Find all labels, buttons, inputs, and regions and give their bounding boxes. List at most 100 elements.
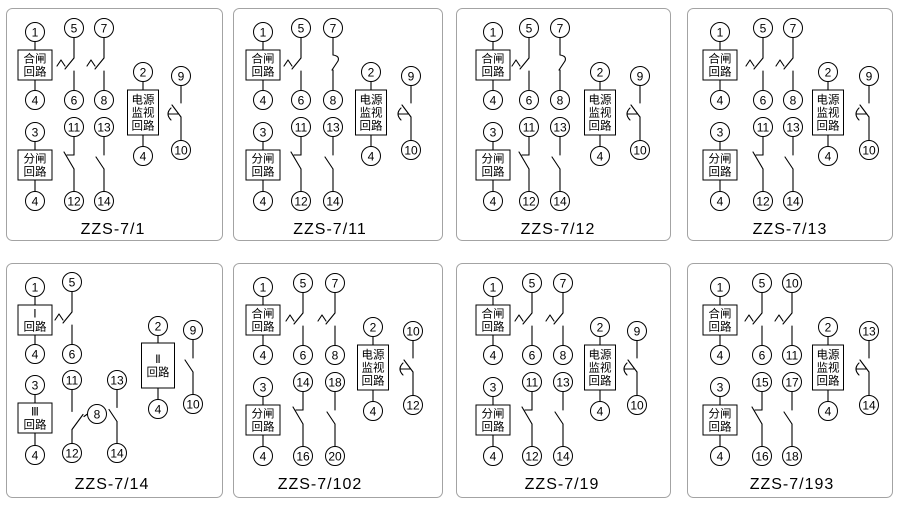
make-contact-icon (184, 338, 194, 396)
terminal-6: 6 (752, 345, 772, 365)
break-contact-icon (521, 390, 533, 448)
circuit-box-label: 分闸 (482, 152, 505, 166)
terminal-number: 13 (786, 120, 800, 134)
circuit-box (355, 89, 387, 136)
terminal-number: 10 (406, 324, 420, 338)
model-caption: ZZS-7/11 (293, 221, 367, 238)
contact-blade (522, 312, 533, 325)
terminal-3: 3 (710, 377, 730, 397)
terminal-number: 9 (637, 69, 644, 83)
delay-contact-icon (397, 84, 412, 142)
relay-panel-1: 1合闸回路43分闸回路42电源监视回路4567811121314910ZZS-7… (6, 8, 223, 241)
circuit-box (141, 342, 175, 389)
terminal-2: 2 (818, 62, 838, 82)
contact-blade (71, 413, 84, 431)
terminal-1: 1 (483, 22, 503, 42)
terminal-4: 4 (818, 146, 838, 166)
model-caption: ZZS-7/193 (750, 476, 835, 493)
circuit-box-label: 回路 (589, 374, 612, 388)
circuit-box (475, 404, 511, 436)
break-contact-icon (63, 135, 75, 193)
terminal-number: 9 (190, 323, 197, 337)
terminal-number: 10 (862, 143, 876, 157)
contact-5-6: 56 (511, 18, 539, 110)
circuit-box (702, 404, 738, 436)
terminal-11: 11 (782, 345, 802, 365)
contact-blade (627, 359, 638, 373)
terminal-3: 3 (483, 377, 503, 397)
hook-make-contact-icon (54, 290, 73, 346)
circuit-box (475, 49, 511, 81)
contact-5-6: 56 (745, 18, 773, 110)
contact-hook (511, 59, 521, 67)
make-contact-icon (108, 388, 118, 445)
circuit-box-label: 回路 (24, 165, 47, 179)
circuit-box (17, 149, 53, 181)
circuit-box (812, 89, 844, 136)
terminal-number: 10 (785, 276, 799, 290)
terminal-4: 4 (25, 90, 45, 110)
terminal-number: 14 (110, 446, 124, 460)
circuit-box-label: 合闸 (24, 52, 47, 66)
terminal-3: 3 (253, 377, 273, 397)
terminal-10: 10 (859, 140, 879, 160)
terminal-5: 5 (753, 18, 773, 38)
contact-hook (317, 314, 327, 322)
terminal-1: 1 (710, 277, 730, 297)
terminal-10: 10 (630, 140, 650, 160)
terminal-10: 10 (782, 273, 802, 293)
terminal-4: 4 (818, 401, 838, 421)
contact-blade (403, 359, 414, 373)
terminal-number: 8 (790, 93, 797, 107)
terminal-number: 16 (755, 449, 769, 463)
branch-wire (83, 413, 89, 418)
terminal-7: 7 (550, 18, 570, 38)
terminal-2: 2 (361, 62, 381, 82)
circuit-box-label: 回路 (482, 65, 505, 79)
terminal-6: 6 (519, 90, 539, 110)
terminal-4: 4 (253, 446, 273, 466)
make-contact-icon (324, 135, 334, 193)
terminal-number: 1 (490, 280, 497, 294)
terminal-number: 10 (186, 397, 200, 411)
terminal-8: 8 (323, 90, 343, 110)
terminal-12: 12 (62, 443, 82, 463)
terminal-10: 10 (401, 140, 421, 160)
terminal-8: 8 (553, 345, 573, 365)
make-contact-icon (95, 135, 105, 193)
terminal-circle (87, 404, 107, 424)
terminal-number: 5 (71, 21, 78, 35)
terminal-circle (590, 146, 610, 166)
contact-blade (401, 104, 412, 118)
terminal-number: 13 (110, 373, 124, 387)
delay-contact-icon (623, 339, 638, 397)
terminal-number: 3 (32, 125, 39, 139)
terminal-number: 2 (155, 319, 162, 333)
contact-blade (95, 156, 105, 170)
circuit-box-label: 电源 (589, 93, 612, 107)
terminal-12: 12 (291, 191, 311, 211)
circuit-box (245, 304, 281, 336)
circuit-box-label: 电源 (362, 348, 385, 362)
terminal-number: 12 (294, 194, 308, 208)
terminal-number: 5 (300, 276, 307, 290)
relay-panel-4: 1合闸回路43分闸回路42电源监视回路4567811121314910ZZS-7… (687, 8, 893, 241)
terminal-14: 14 (107, 443, 127, 463)
terminal-number: 6 (529, 348, 536, 362)
contact-blade (859, 359, 870, 373)
terminal-circle (25, 344, 45, 364)
terminal-4: 4 (710, 90, 730, 110)
terminal-number: 14 (97, 194, 111, 208)
terminal-number: 4 (597, 149, 604, 163)
circuit-box-label: 合闸 (252, 307, 275, 321)
terminal-number: 4 (490, 449, 497, 463)
terminal-number: 5 (526, 21, 533, 35)
terminal-circle (253, 345, 273, 365)
terminal-number: 18 (785, 449, 799, 463)
terminal-14: 14 (550, 191, 570, 211)
